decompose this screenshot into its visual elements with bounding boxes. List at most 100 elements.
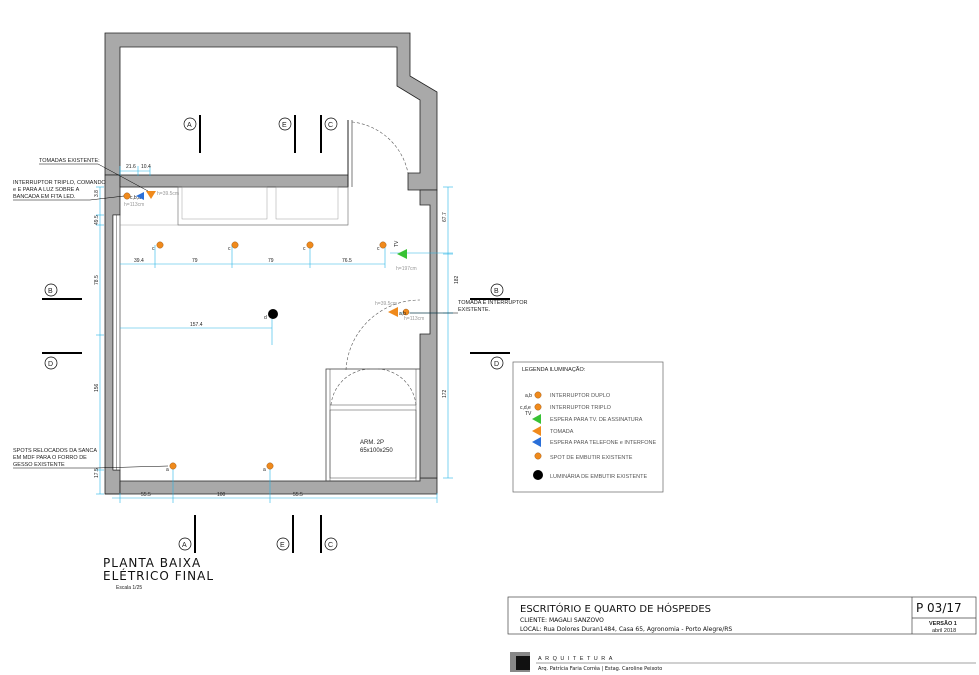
bottom-wall [105,477,438,495]
scale-label: Escala 1/25 [116,585,142,591]
drawing-title: PLANTA BAIXA ELÉTRICO FINAL Escala 1/25 [103,556,214,591]
section-marker-b-right: B [470,283,510,300]
legend-item-7: LUMINÁRIA DE EMBUTIR EXISTENTE [550,473,648,480]
svg-text:A: A [182,542,187,549]
dimension-text: 21.6 10.4 39.4 79 79 76.5 157.4 55.5 100… [94,164,460,498]
label-c2: c [228,246,231,252]
notes: TOMADAS EXISTENTE: INTERRUPTOR TRIPLO, C… [13,158,528,469]
exterior-wall [104,32,438,191]
outlet-symbol-top [146,191,156,199]
svg-text:C: C [328,542,333,549]
height-1: h=39.5cm [157,191,179,197]
title-block: ESCRITÓRIO E QUARTO DE HÓSPEDES CLIENTE:… [507,596,977,672]
dim-top-10-4: 10.4 [141,164,151,170]
svg-text:B: B [494,288,499,295]
section-marker-d-right: D [470,352,510,370]
section-marker-c-top: C [320,115,338,153]
client-name: CLIENTE: MAGALI SANZOVO [520,617,604,624]
dim-top-21-6: 21.6 [126,164,136,170]
svg-text:D: D [48,361,53,368]
section-marker-e-top: E [278,115,296,153]
sheet-number: P 03/17 [916,601,962,615]
dim-left-17-5: 17.5 [94,468,100,478]
svg-text:TV: TV [525,411,532,417]
label-abc: c,b,a [130,195,141,201]
legend-item-6: SPOT DE EMBUTIR EXISTENTE [550,455,633,461]
note-interruptor-2: e E PARA A LUZ SOBRE A [13,187,80,193]
dim-row-79b: 79 [268,258,274,264]
label-a2: a [263,467,266,473]
legend-item-5: ESPERA PARA TELEFONE e INTERFONE [550,440,656,446]
dim-157-4: 157.4 [190,322,203,328]
spot-c2 [231,241,239,249]
section-markers: A E C B D B [42,115,510,553]
svg-text:C: C [328,122,333,129]
title-line-2: ELÉTRICO FINAL [103,568,214,583]
closet-label: ARM. 2P [360,440,384,446]
height-2: h=113cm [124,202,144,208]
dim-left-78-5: 78.5 [94,275,100,285]
authors: Arq. Patrícia Faria Corrêa | Estag. Caro… [538,665,662,672]
location: LOCAL: Rua Dolores Duran1484, Casa 65, A… [520,626,732,633]
svg-text:c,d,e: c,d,e [520,405,531,411]
svg-text:a,b: a,b [525,393,532,399]
furniture [120,186,421,482]
spot-a1 [169,462,177,470]
phone-outlet-symbol [136,192,144,200]
label-c3: c [303,246,306,252]
legend-item-3: ESPERA PARA TV. DE ASSINATURA [550,417,643,423]
luminaire-existing [268,309,278,319]
tv-outlet-symbol [397,249,407,259]
height-3: h=197cm [396,266,417,272]
legend: LEGENDA ILUMINAÇÃO: a,b INTERRUPTOR DUPL… [512,361,664,493]
section-marker-c-bottom: C [320,515,338,553]
note-tomada-int-2: EXISTENTE. [458,307,491,313]
note-tomada-int-1: TOMADA E INTERRUPTOR [458,300,528,306]
doors [330,121,421,406]
label-a1: a [166,467,169,473]
section-marker-a-top: A [183,115,201,153]
legend-title: LEGENDA ILUMINAÇÃO: [522,366,586,373]
dim-row-79a: 79 [192,258,198,264]
interior-wall-top [119,174,349,188]
dim-row-39-4: 39.4 [134,258,144,264]
note-spots-3: GESSO EXISTENTE [13,462,65,468]
legend-item-2: INTERRUPTOR TRIPLO [550,405,612,411]
version: VERSÃO 1 [929,620,957,627]
section-marker-a-bottom: A [178,515,196,553]
spot-c3 [306,241,314,249]
legend-item-4: TOMADA [550,429,574,435]
note-spots-1: SPOTS RELOCADOS DA SANCA [13,448,97,454]
note-spots-2: EM MDF PARA O FORRO DE [13,455,87,461]
label-c4: c [377,246,380,252]
switch-double [402,308,410,316]
label-ab: a,b [399,311,406,317]
dim-bottom-55-5b: 55.5 [293,492,303,498]
dim-right-182: 182 [454,275,460,284]
dim-left-49-5: 49.5 [94,215,100,225]
dim-left-156: 156 [94,383,100,392]
closet-box [325,368,421,482]
bench [177,186,349,226]
section-marker-e-bottom: E [276,515,294,553]
height-4: h=39.5cm [375,301,397,307]
dim-right-172: 172 [442,389,448,398]
closet-size: 65x100x250 [360,448,393,454]
svg-text:A: A [187,122,192,129]
dimension-lines [96,166,453,503]
label-d: d [264,315,267,321]
dim-row-76-5: 76.5 [342,258,352,264]
svg-text:E: E [280,542,285,549]
svg-text:B: B [48,288,53,295]
dim-right-67-7: 67.7 [442,212,448,222]
spot-c4 [379,241,387,249]
legend-item-1: INTERRUPTOR DUPLO [550,393,611,399]
dim-left-3-8: 3.8 [94,190,100,197]
svg-text:E: E [282,122,287,129]
outlet-symbol-right [388,307,398,317]
project-name: ESCRITÓRIO E QUARTO DE HÓSPEDES [520,602,711,615]
label-tv: TV [394,240,400,247]
right-wall [419,189,438,479]
dim-bottom-55-5a: 55.5 [141,492,151,498]
